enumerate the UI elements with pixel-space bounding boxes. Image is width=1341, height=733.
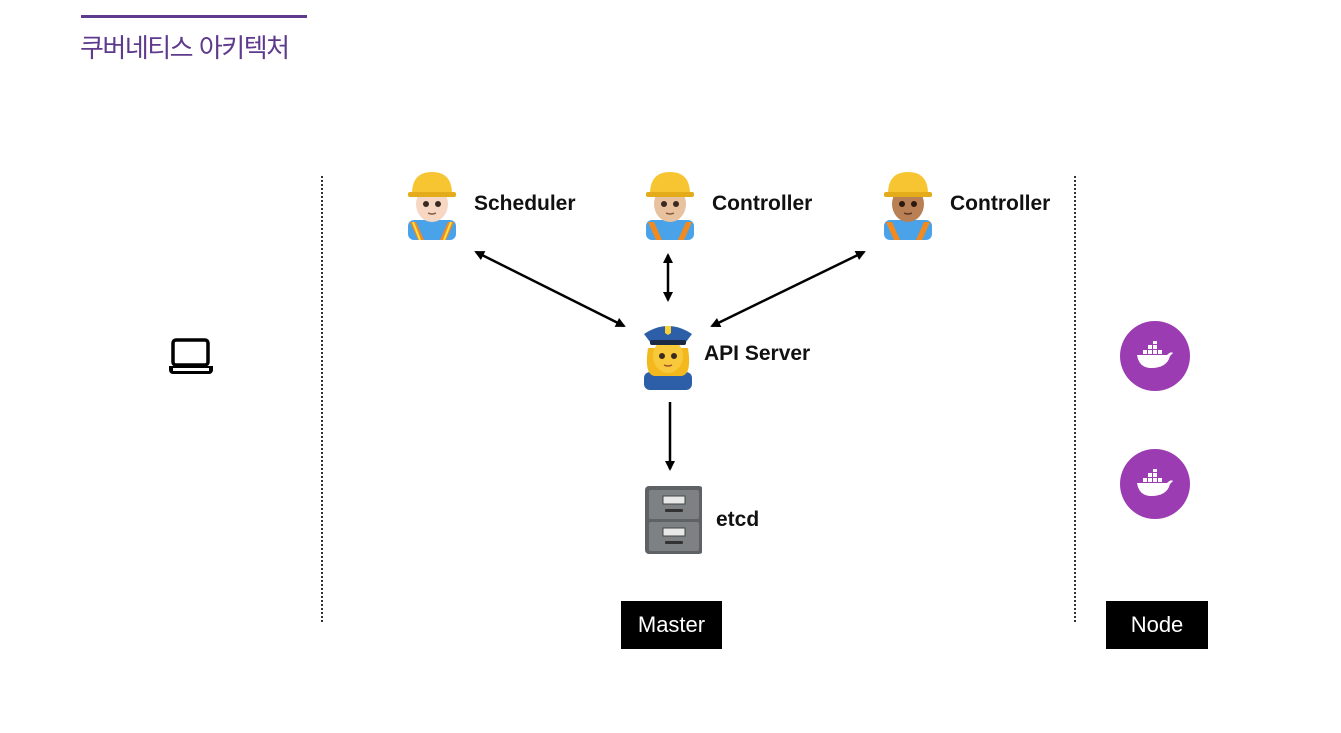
api-server-component: API Server xyxy=(640,318,810,390)
page-title: 쿠버네티스 아키텍처 xyxy=(80,34,290,64)
construction-worker-icon xyxy=(884,172,932,240)
docker-container xyxy=(1120,449,1190,519)
controller-label: Controller xyxy=(950,192,1051,215)
etcd-label: etcd xyxy=(716,508,760,531)
file-cabinet-icon xyxy=(645,486,702,554)
arrow-controller2-api xyxy=(710,250,866,328)
arrow-scheduler-api xyxy=(474,250,626,328)
client-master-divider xyxy=(321,176,323,622)
construction-worker-icon xyxy=(408,172,456,240)
scheduler-component: Scheduler xyxy=(404,168,576,240)
docker-icon xyxy=(1137,469,1173,496)
api-server-label: API Server xyxy=(704,342,811,365)
laptop-icon xyxy=(169,338,213,374)
controller-component: Controller xyxy=(880,168,1050,240)
etcd-component: etcd xyxy=(640,484,759,556)
construction-worker-icon xyxy=(646,172,694,240)
docker-icon xyxy=(1137,341,1173,368)
master-node-divider xyxy=(1074,176,1076,622)
node-tag: Node xyxy=(1106,601,1208,649)
police-officer-icon xyxy=(644,326,692,390)
scheduler-label: Scheduler xyxy=(474,192,576,215)
master-tag: Master xyxy=(621,601,722,649)
title-rule xyxy=(81,15,307,18)
docker-container xyxy=(1120,321,1190,391)
controller-label: Controller xyxy=(712,192,813,215)
controller-component: Controller xyxy=(642,168,812,240)
